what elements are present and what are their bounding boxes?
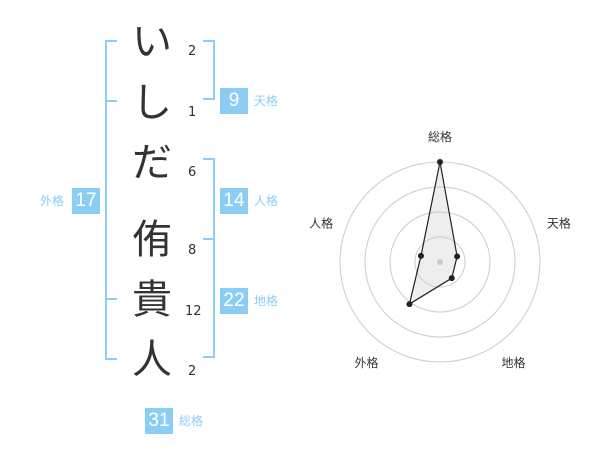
radar-point	[448, 275, 455, 282]
tenkaku-label: 天格	[254, 94, 279, 108]
name-char-5: 貴	[132, 277, 172, 323]
name-char-6: 人	[132, 337, 172, 383]
radar-point	[454, 253, 461, 260]
soukaku-label: 総格	[179, 414, 204, 428]
chikaku-value: 22	[220, 288, 248, 314]
radar-ring	[364, 186, 516, 338]
stroke-count-5: 12	[185, 304, 202, 319]
radar-point	[406, 301, 413, 308]
gaikaku-label: 外格	[40, 194, 65, 208]
gaikaku-value: 17	[72, 188, 100, 214]
radar-polygon	[408, 161, 458, 306]
stroke-count-3: 6	[188, 165, 197, 180]
stroke-count-4: 8	[188, 243, 197, 258]
jinkaku-value: 14	[220, 188, 248, 214]
radar-center	[437, 259, 443, 265]
radar-axis-label: 総格	[428, 129, 452, 144]
name-char-2: し	[132, 80, 172, 126]
jinkaku-label: 人格	[254, 194, 279, 208]
stroke-count-6: 2	[188, 364, 197, 379]
radar-ring	[389, 211, 491, 313]
radar-point	[437, 159, 443, 165]
tenkaku-value: 9	[220, 88, 248, 114]
radar-axis-label: 天格	[547, 215, 571, 230]
name-char-1: い	[132, 19, 172, 65]
stroke-count-2: 1	[188, 105, 197, 120]
radar-axis-label: 外格	[355, 355, 379, 370]
chikaku-label: 地格	[254, 294, 279, 308]
radar-ring	[414, 236, 466, 288]
radar-point	[417, 252, 424, 259]
stroke-count-1: 2	[188, 44, 197, 59]
name-char-3: だ	[132, 140, 172, 186]
radar-axis-label: 地格	[501, 355, 525, 370]
radar-axis-label: 人格	[309, 215, 333, 230]
soukaku-value: 31	[145, 408, 173, 434]
name-char-4: 侑	[132, 217, 172, 263]
